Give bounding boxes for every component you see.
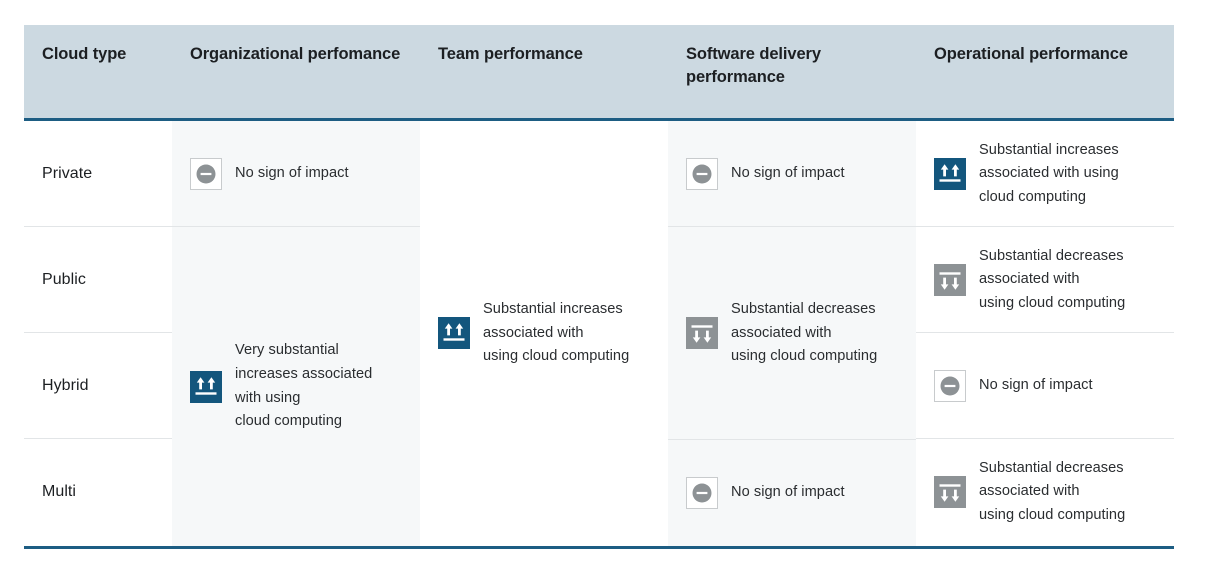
entry-label: Substantial decreases associated with us…: [979, 247, 1126, 311]
no-impact-icon: [686, 158, 718, 190]
entry-label: No sign of impact: [731, 484, 845, 501]
entry-substantial-increase: Substantial increases associated with us…: [438, 298, 629, 369]
cell-operational-multi: Substantial decreases associated with us…: [916, 439, 1174, 545]
row-label-public: Public: [42, 271, 86, 288]
row-label-multi: Multi: [42, 483, 77, 500]
cell-software-delivery-public-hybrid: Substantial decreases associated with us…: [668, 227, 916, 440]
entry-no-impact: No sign of impact: [686, 158, 845, 190]
table-row-public: Public: [24, 227, 172, 333]
no-impact-icon: [686, 477, 718, 509]
substantial-decrease-icon: [934, 263, 966, 296]
cell-operational-hybrid: No sign of impact: [916, 333, 1174, 439]
table-row-private: Private: [24, 121, 172, 227]
entry-substantial-decrease: Substantial decreases associated with us…: [686, 298, 877, 369]
entry-label: Very substantial increases associated wi…: [235, 342, 373, 430]
cell-operational-public: Substantial decreases associated with us…: [916, 227, 1174, 333]
column-cloud-type: Private Public Hybrid Multi: [24, 121, 172, 546]
no-impact-icon: [934, 370, 966, 402]
cell-organizational-public-hybrid-multi: Very substantial increases associated wi…: [172, 227, 420, 546]
substantial-decrease-icon: [934, 475, 966, 508]
entry-label: No sign of impact: [235, 165, 349, 182]
column-header-software-delivery: Software delivery performance: [686, 45, 821, 87]
column-header-team: Team performance: [438, 45, 583, 63]
table-row-hybrid: Hybrid: [24, 333, 172, 439]
column-team: Substantial increases associated with us…: [420, 121, 668, 546]
column-header-organizational: Organizational perfomance: [190, 45, 401, 63]
column-header-cloud-type: Cloud type: [42, 45, 127, 63]
entry-label: No sign of impact: [979, 377, 1093, 394]
cloud-impact-table: Cloud type Organizational perfomance Tea…: [24, 25, 1174, 550]
entry-no-impact: No sign of impact: [686, 477, 845, 509]
substantial-decrease-icon: [686, 317, 718, 350]
entry-substantial-increase: Substantial increases associated with us…: [934, 139, 1119, 210]
column-organizational: No sign of impact Very substantial incre…: [172, 121, 420, 546]
cell-team-all: Substantial increases associated with us…: [420, 121, 668, 546]
entry-substantial-decrease: Substantial decreases associated with us…: [934, 245, 1125, 316]
table-row-multi: Multi: [24, 439, 172, 545]
substantial-increase-icon: [438, 317, 470, 350]
very-substantial-increase-icon: [190, 370, 222, 403]
entry-no-impact: No sign of impact: [934, 370, 1093, 402]
column-software-delivery: No sign of impact Substantial decreases …: [668, 121, 916, 546]
column-operational: Substantial increases associated with us…: [916, 121, 1174, 546]
cell-software-delivery-multi: No sign of impact: [668, 440, 916, 546]
table-header-row: Cloud type Organizational perfomance Tea…: [24, 25, 1174, 121]
entry-substantial-decrease: Substantial decreases associated with us…: [934, 457, 1125, 528]
table-body: Private Public Hybrid Multi: [24, 121, 1174, 549]
substantial-increase-icon: [934, 157, 966, 190]
entry-very-substantial-increase: Very substantial increases associated wi…: [190, 339, 372, 434]
entry-no-impact: No sign of impact: [190, 158, 349, 190]
entry-label: No sign of impact: [731, 165, 845, 182]
entry-label: Substantial increases associated with us…: [979, 141, 1119, 205]
no-impact-icon: [190, 158, 222, 190]
row-label-private: Private: [42, 165, 93, 182]
row-label-hybrid: Hybrid: [42, 377, 89, 394]
cell-operational-private: Substantial increases associated with us…: [916, 121, 1174, 227]
entry-label: Substantial decreases associated with us…: [731, 301, 878, 365]
cell-organizational-private: No sign of impact: [172, 121, 420, 227]
cell-software-delivery-private: No sign of impact: [668, 121, 916, 227]
column-header-operational: Operational performance: [934, 45, 1128, 63]
entry-label: Substantial decreases associated with us…: [979, 459, 1126, 523]
entry-label: Substantial increases associated with us…: [483, 301, 630, 365]
